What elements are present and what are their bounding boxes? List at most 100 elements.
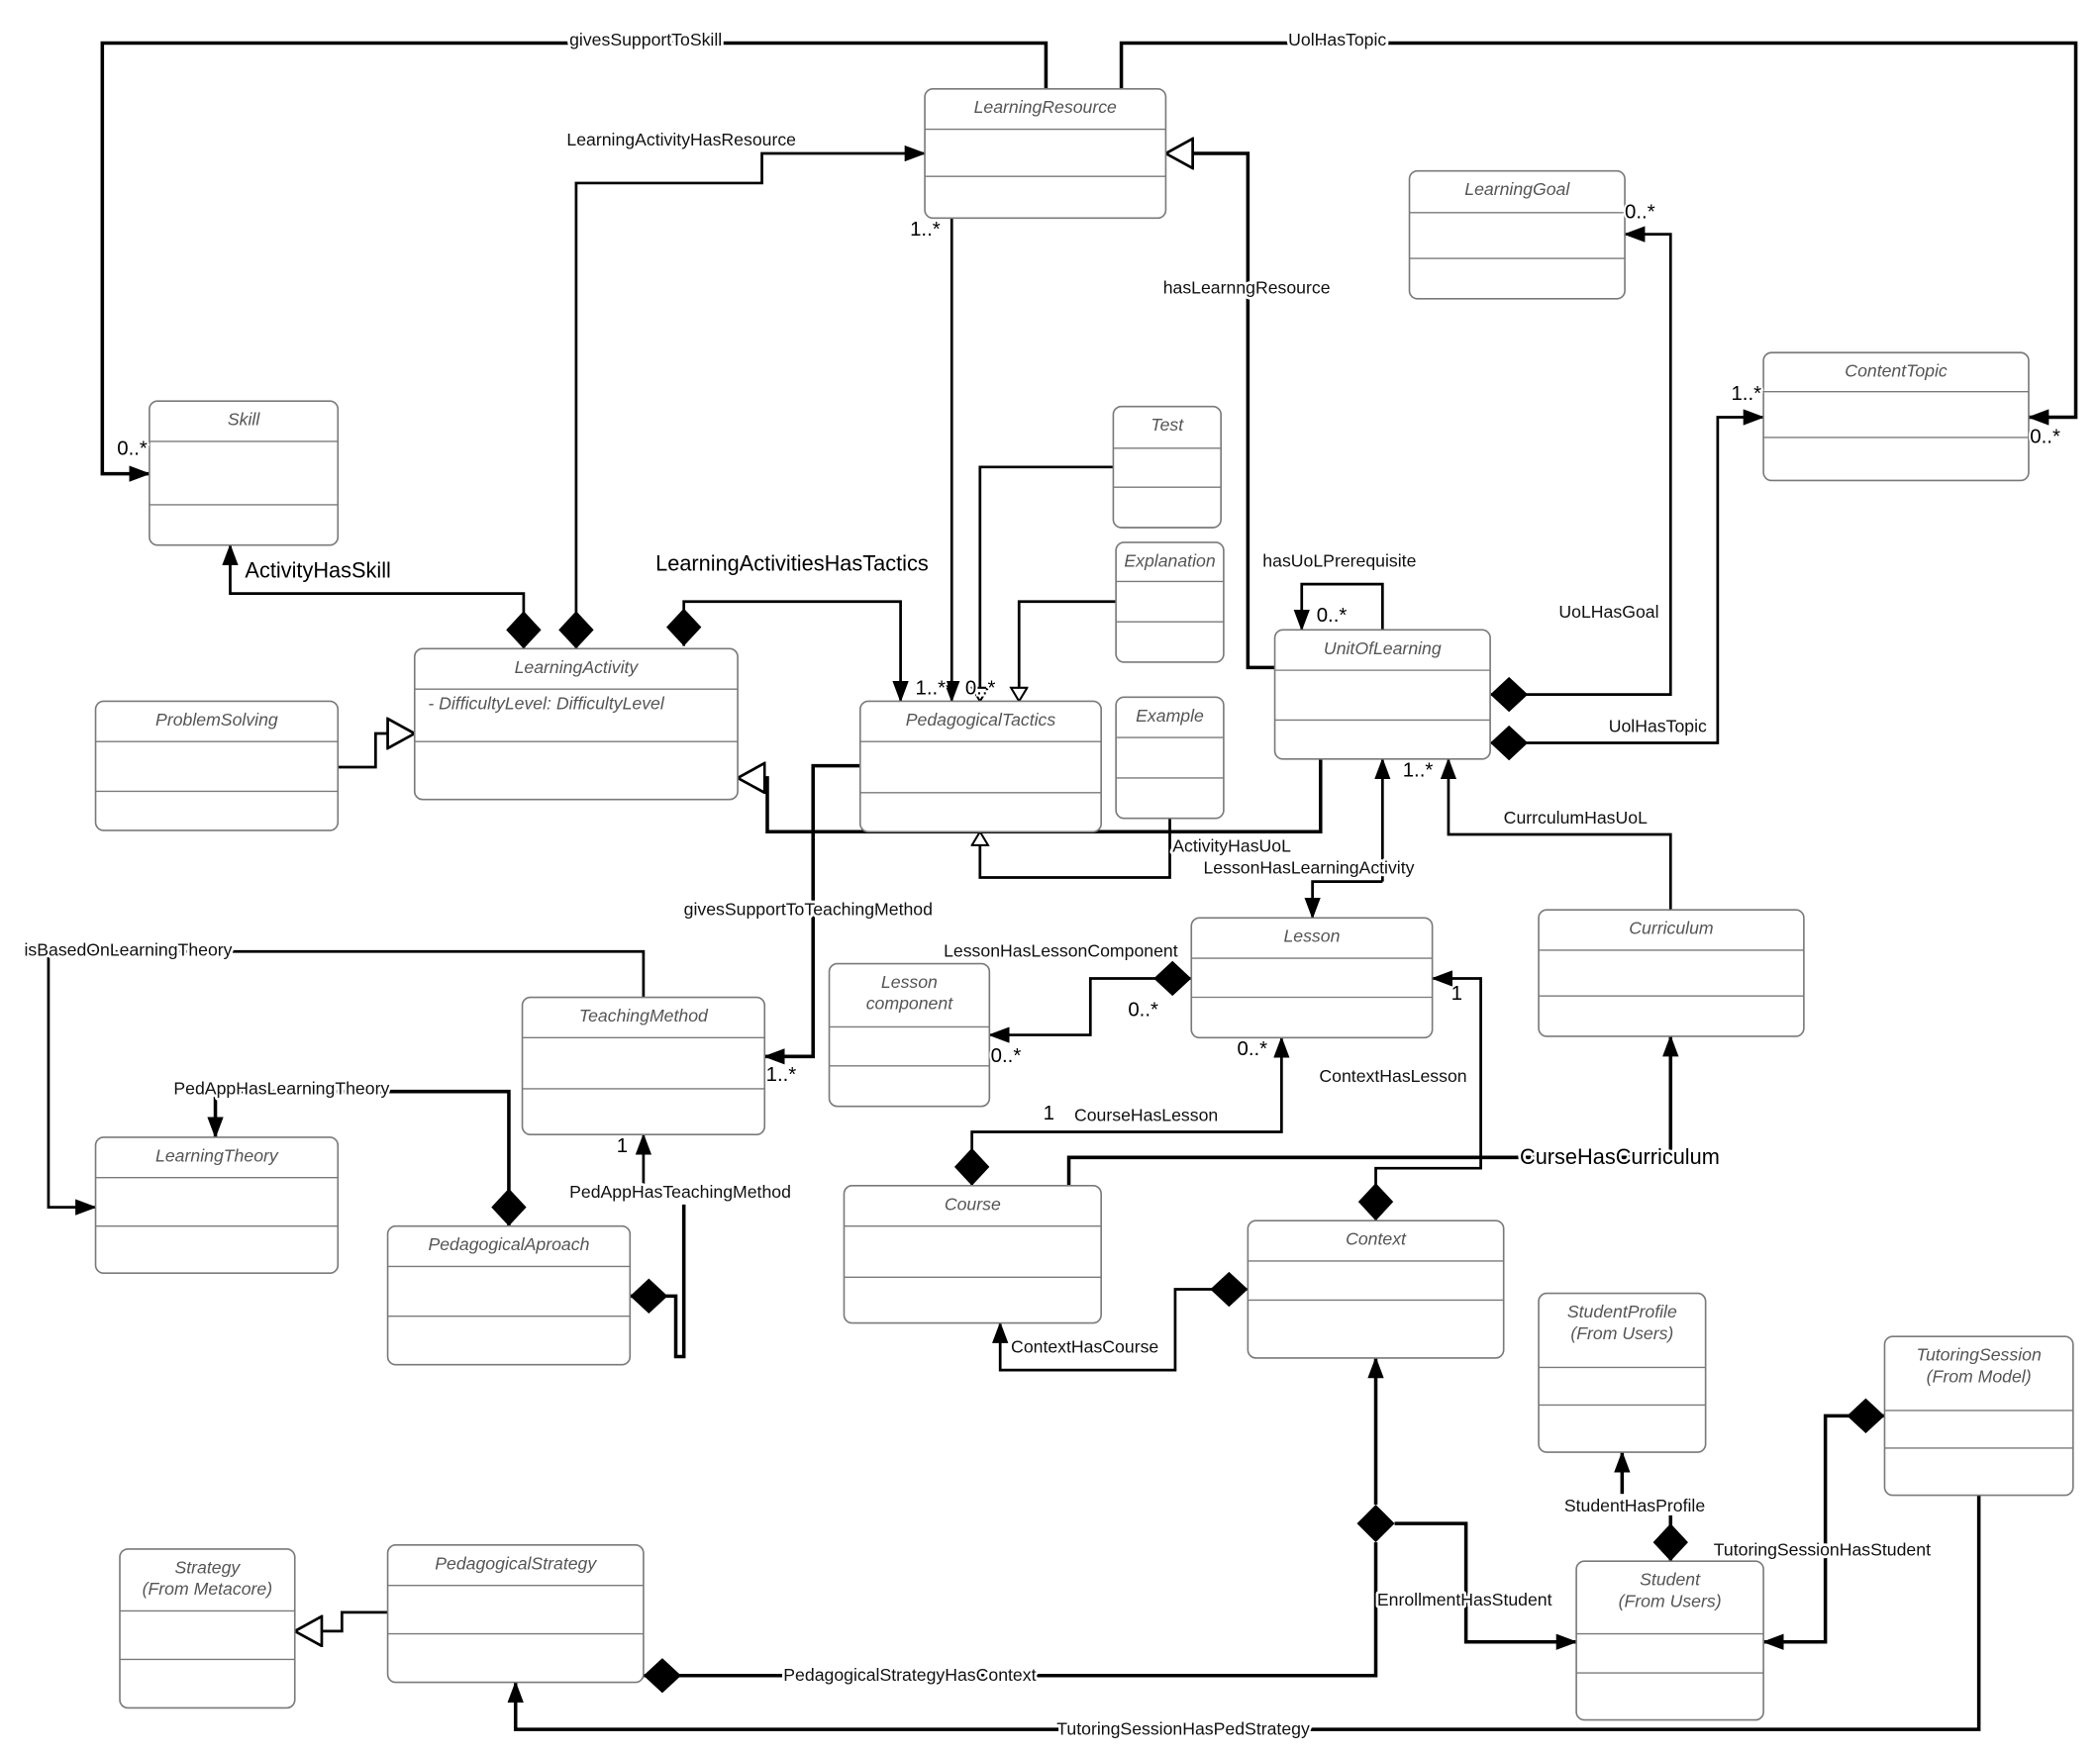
class-box bbox=[1538, 1292, 1707, 1453]
mult-topic-top: 0..* bbox=[2030, 426, 2060, 447]
class-box bbox=[1273, 629, 1491, 760]
label-gives-support-to-tm: givesSupportToTeachingMethod bbox=[684, 900, 933, 920]
class-pedagogical-aproach[interactable]: PedagogicalAproach bbox=[386, 1224, 632, 1366]
label-activity-has-uol: ActivityHasUoL bbox=[1172, 836, 1291, 856]
class-unit-of-learning[interactable]: UnitOfLearning bbox=[1273, 629, 1491, 760]
class-name: LearningResource bbox=[974, 97, 1117, 117]
mult-goal: 0..* bbox=[1625, 201, 1655, 223]
class-learning-goal[interactable]: LearningGoal bbox=[1408, 169, 1626, 300]
classes: LearningResourceLearningGoalContentTopic… bbox=[94, 87, 2074, 1721]
label-uol-has-topic: UolHasTopic bbox=[1609, 717, 1707, 736]
mult-lesson-bottom: 0..* bbox=[1237, 1038, 1267, 1060]
edge-curriculum-has-uol bbox=[1440, 757, 1672, 911]
class-learning-theory[interactable]: LearningTheory bbox=[94, 1136, 340, 1275]
class-box bbox=[858, 700, 1102, 833]
label-pedapp-has-tm: PedAppHasTeachingMethod bbox=[569, 1182, 791, 1202]
class-name: Lesson bbox=[1283, 926, 1340, 946]
class-name: (From Metacore) bbox=[143, 1579, 272, 1599]
edge-activity-has-uol bbox=[738, 758, 1323, 834]
class-problem-solving[interactable]: ProblemSolving bbox=[94, 700, 340, 831]
class-curriculum[interactable]: Curriculum bbox=[1538, 909, 1805, 1037]
edge-pedapp-has-lt bbox=[207, 1089, 527, 1226]
class-name: LearningGoal bbox=[1464, 179, 1570, 199]
class-name: PedagogicalTactics bbox=[906, 710, 1056, 730]
label-uol-has-topic-top: UolHasTopic bbox=[1288, 30, 1386, 49]
class-pedagogical-strategy[interactable]: PedagogicalStrategy bbox=[386, 1544, 645, 1684]
class-attribute: - DifficultyLevel: DifficultyLevel bbox=[428, 694, 665, 714]
edge-gives-support-to-skill bbox=[100, 41, 1049, 482]
class-name: PedagogicalAproach bbox=[428, 1234, 589, 1254]
class-box bbox=[1575, 1560, 1764, 1721]
class-box bbox=[413, 647, 739, 801]
class-strategy[interactable]: Strategy(From Metacore) bbox=[119, 1548, 296, 1709]
class-name: UnitOfLearning bbox=[1324, 638, 1442, 658]
class-name: (From Users) bbox=[1619, 1591, 1722, 1610]
class-pedagogical-tactics[interactable]: PedagogicalTactics bbox=[858, 700, 1102, 833]
class-box bbox=[94, 1136, 340, 1275]
class-teaching-method[interactable]: TeachingMethod bbox=[521, 996, 766, 1136]
edge-curse-has-curriculum bbox=[1066, 1034, 1679, 1186]
diamond-enrollment bbox=[1356, 1505, 1395, 1543]
class-lesson[interactable]: Lesson bbox=[1190, 917, 1434, 1039]
edge-uol-has-goal bbox=[1490, 226, 1672, 713]
class-box bbox=[1883, 1335, 2074, 1497]
label-pedapp-has-lt: PedAppHasLearningTheory bbox=[173, 1078, 389, 1098]
label-lesson-has-lc: LessonHasLessonComponent bbox=[944, 941, 1178, 961]
label-curse-has-curriculum: CurseHasCurriculum bbox=[1520, 1144, 1720, 1169]
class-explanation[interactable]: Explanation bbox=[1115, 541, 1225, 663]
class-name: component bbox=[866, 994, 953, 1014]
label-context-has-course: ContextHasCourse bbox=[1011, 1336, 1158, 1356]
label-gives-support-to-skill: givesSupportToSkill bbox=[569, 30, 722, 49]
label-la-has-tactics: LearningActivitiesHasTactics bbox=[655, 551, 929, 576]
edge-example-gen bbox=[980, 818, 1171, 879]
edge-lesson-has-lc bbox=[987, 960, 1192, 1043]
edge-la-has-tactics bbox=[666, 600, 909, 703]
class-name: ProblemSolving bbox=[155, 710, 278, 730]
label-activity-has-skill: ActivityHasSkill bbox=[245, 557, 390, 582]
edge-test-gen bbox=[980, 465, 1114, 702]
class-name: Context bbox=[1346, 1229, 1407, 1249]
label-ts-has-student: TutoringSessionHasStudent bbox=[1714, 1540, 1931, 1560]
class-name: PedagogicalStrategy bbox=[435, 1553, 597, 1573]
class-box bbox=[386, 1224, 632, 1366]
mult-pt-top-2: 0..* bbox=[965, 678, 996, 700]
mult-tm-right: 1..* bbox=[766, 1064, 797, 1086]
class-learning-resource[interactable]: LearningResource bbox=[924, 87, 1167, 220]
label-curriculum-has-uol: CurrculumHasUoL bbox=[1504, 808, 1648, 828]
class-name: Test bbox=[1150, 415, 1184, 435]
class-box bbox=[1115, 541, 1225, 663]
mult-tm-bottom: 1 bbox=[617, 1135, 628, 1157]
edge-lesson-has-la-2 bbox=[1304, 880, 1383, 920]
class-course[interactable]: Course bbox=[843, 1185, 1102, 1324]
class-test[interactable]: Test bbox=[1112, 405, 1222, 529]
class-box bbox=[1538, 909, 1805, 1037]
class-student[interactable]: Student(From Users) bbox=[1575, 1560, 1764, 1721]
class-student-profile[interactable]: StudentProfile(From Users) bbox=[1538, 1292, 1707, 1453]
class-context[interactable]: Context bbox=[1247, 1219, 1505, 1359]
class-learning-activity[interactable]: LearningActivity - DifficultyLevel: Diffi… bbox=[413, 647, 739, 801]
mult-pt-top-1: 1..* bbox=[916, 678, 947, 700]
mult-prereq: 0..* bbox=[1317, 605, 1348, 627]
class-name: LearningActivity bbox=[515, 657, 640, 677]
class-name: TeachingMethod bbox=[579, 1006, 709, 1025]
edge-uol-has-topic bbox=[1490, 409, 1765, 761]
edge-course-has-lesson bbox=[953, 1035, 1290, 1186]
class-name: LearningTheory bbox=[155, 1145, 279, 1165]
edge-uol-has-topic-top bbox=[1119, 41, 2078, 426]
class-box bbox=[1115, 696, 1225, 820]
class-content-topic[interactable]: ContentTopic bbox=[1762, 351, 2030, 482]
mult-skill: 0..* bbox=[117, 439, 148, 460]
class-box bbox=[843, 1185, 1102, 1324]
label-la-has-resource: LearningActivityHasResource bbox=[566, 130, 796, 149]
class-name: (From Users) bbox=[1570, 1323, 1673, 1343]
class-name: Lesson bbox=[881, 972, 938, 992]
class-name: Skill bbox=[228, 410, 260, 430]
association-labels: givesSupportToSkill UolHasTopic Learning… bbox=[22, 28, 1934, 1742]
edge-context-has-course bbox=[992, 1271, 1249, 1372]
class-skill[interactable]: Skill bbox=[149, 400, 340, 546]
class-name: Example bbox=[1136, 706, 1204, 726]
class-tutoring-session[interactable]: TutoringSession(From Model) bbox=[1883, 1335, 2074, 1497]
class-example[interactable]: Example bbox=[1115, 696, 1225, 820]
